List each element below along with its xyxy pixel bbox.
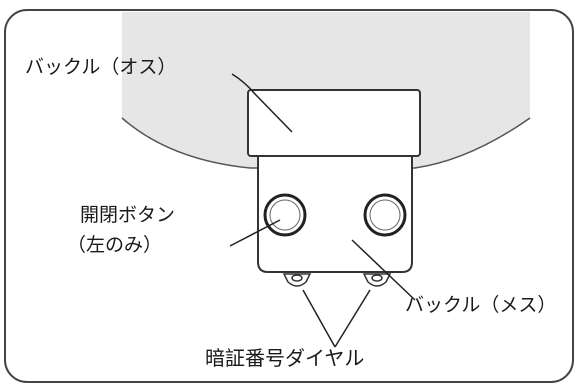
combination-dial-right [362,273,392,287]
leader-dial-right [334,289,371,348]
label-open-close-button-note: （左のみ） [67,234,163,256]
button-right-inner [369,199,401,231]
label-buckle-male: バックル（オス） [25,56,177,78]
label-combination-dial: 暗証番号ダイヤル [205,346,365,370]
buckle-male-shape [247,89,421,157]
label-buckle-female: バックル（メス） [405,294,557,316]
button-right [363,193,407,237]
leader-buckle-male [231,73,293,133]
leader-dial-left [302,289,336,348]
leader-buckle-female [351,239,416,301]
open-close-button-left [263,193,307,237]
combination-dial-left [282,273,312,287]
label-open-close-button: 開閉ボタン [80,204,176,226]
open-close-button-left-inner [269,199,301,231]
buckle-female-shape [257,155,413,273]
leader-open-close-button [229,219,281,247]
